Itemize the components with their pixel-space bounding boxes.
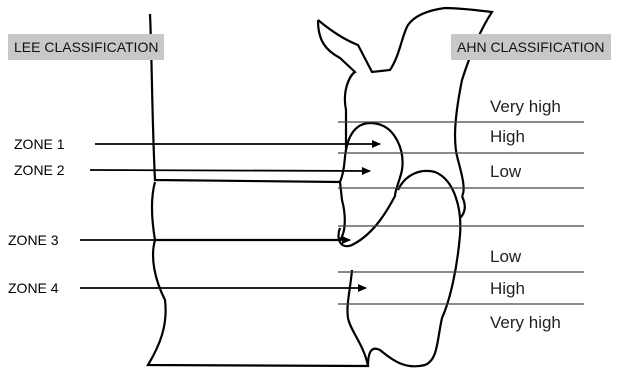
superior-pedicle-lobe [337,121,404,248]
posterior-elements [317,6,494,197]
upper-endplate [150,181,346,242]
spinous-edge [459,195,466,219]
zone-3-label: ZONE 3 [8,232,59,248]
inferior-lamina [366,169,462,368]
zone-2-label: ZONE 2 [14,162,65,178]
lee-classification-header: LEE CLASSIFICATION [8,34,165,60]
zone-1-label: ZONE 1 [14,136,65,152]
upper-vertebral-body [148,13,357,184]
zone-2-arrow [89,166,371,175]
ahn-grade-high-top: High [490,127,525,146]
ahn-grade-very-high-top: Very high [490,97,561,116]
ahn-classification-header: AHN CLASSIFICATION [451,34,611,60]
zone-4-label: ZONE 4 [8,280,59,296]
ahn-grade-low-top: Low [490,162,522,181]
ahn-grade-very-high-bottom: Very high [490,313,561,332]
ahn-grade-high-bottom: High [490,279,525,298]
ahn-grade-low-bottom: Low [490,247,522,266]
lower-vertebral-body [146,239,370,368]
ahn-guide-lines [338,121,584,305]
